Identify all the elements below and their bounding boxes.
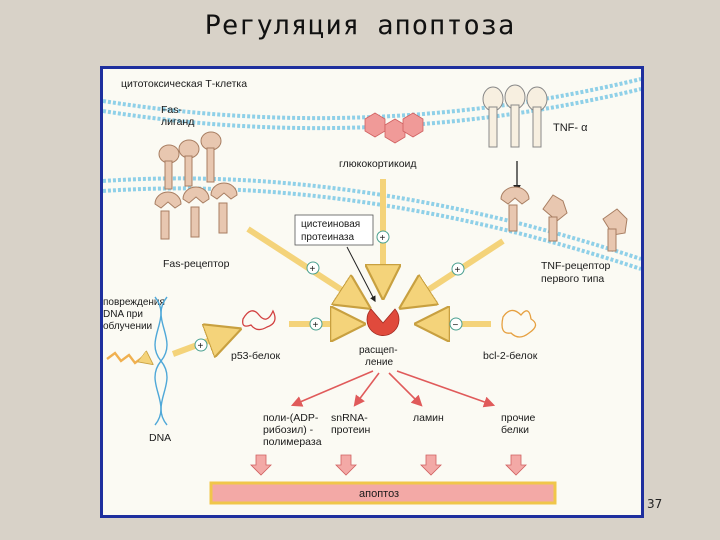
fas-receptor bbox=[154, 182, 238, 240]
target-other-1: прочие bbox=[501, 412, 535, 424]
cleavage-arrows bbox=[290, 370, 496, 408]
target-snrna-2: протеин bbox=[331, 424, 371, 436]
apoptosis-diagram: цитотоксическая Т-клетка Fas- лиганд Fas… bbox=[102, 77, 642, 505]
plus-sign-fas: + bbox=[310, 264, 316, 275]
cysteine-protease-label-2: протеиназа bbox=[301, 232, 354, 243]
glucocorticoid-molecule bbox=[364, 112, 424, 144]
fas-ligand-label-2: лиганд bbox=[161, 116, 194, 128]
glucocorticoid-label: глюкокортикоид bbox=[339, 158, 417, 170]
plus-sign-dna: + bbox=[198, 341, 204, 352]
p53-icon bbox=[242, 309, 276, 331]
dna-label: DNA bbox=[149, 432, 171, 444]
cell-label: цитотоксическая Т-клетка bbox=[121, 78, 247, 90]
cleavage-label-2: ление bbox=[365, 357, 394, 368]
target-parp-3: полимераза bbox=[263, 436, 322, 448]
lower-membrane bbox=[102, 176, 642, 271]
dna-damage-label-1: повреждения bbox=[103, 297, 165, 308]
plus-sign-gluco: + bbox=[380, 233, 386, 244]
dna-helix bbox=[154, 296, 168, 426]
fas-ligand bbox=[158, 131, 222, 190]
fas-ligand-label-1: Fas- bbox=[161, 104, 183, 116]
apoptosis-arrows bbox=[250, 454, 527, 476]
tnf-receptor-label-2: первого типа bbox=[541, 273, 604, 285]
tnf-alpha-label: TNF- α bbox=[553, 122, 588, 134]
fas-ligand-receptor-complex bbox=[154, 131, 238, 240]
bcl2-label: bcl-2-белок bbox=[483, 350, 538, 362]
bcl2-icon bbox=[501, 309, 537, 338]
cysteine-protease-label-1: цистеиновая bbox=[301, 219, 360, 230]
plus-sign-p53: + bbox=[313, 320, 319, 331]
dna-damage-label-3: облучении bbox=[103, 320, 152, 332]
protease-icon bbox=[366, 308, 400, 336]
p53-label: p53-белок bbox=[231, 350, 280, 362]
sign-markers: + + + + − + bbox=[194, 230, 465, 352]
target-snrna-1: snRNA- bbox=[331, 412, 368, 424]
target-parp-2: рибозил) - bbox=[263, 424, 314, 436]
tnf-alpha-trimer bbox=[482, 84, 548, 148]
fas-receptor-label: Fas-рецептор bbox=[163, 258, 230, 270]
radiation-arrow bbox=[106, 353, 151, 363]
plus-sign-tnf: + bbox=[455, 265, 461, 276]
cleavage-label-1: расщеп- bbox=[359, 345, 398, 356]
dna-damage-label-2: DNA при bbox=[103, 309, 143, 320]
target-lamin: ламин bbox=[413, 412, 444, 424]
tnf-receptors bbox=[500, 186, 628, 252]
minus-sign-bcl2: − bbox=[453, 320, 459, 331]
diagram-frame: цитотоксическая Т-клетка Fas- лиганд Fas… bbox=[100, 66, 644, 518]
cysteine-protease-box bbox=[294, 214, 374, 246]
slide-title: Регуляция апоптоза bbox=[204, 10, 516, 41]
tnf-receptor-label-1: TNF-рецептор bbox=[541, 260, 611, 272]
page-number: 37 bbox=[647, 497, 663, 511]
target-other-2: белки bbox=[501, 424, 529, 436]
apoptosis-bar bbox=[209, 481, 557, 505]
target-parp-1: поли-(ADP- bbox=[263, 412, 319, 424]
apoptosis-label: апоптоз bbox=[359, 488, 399, 500]
